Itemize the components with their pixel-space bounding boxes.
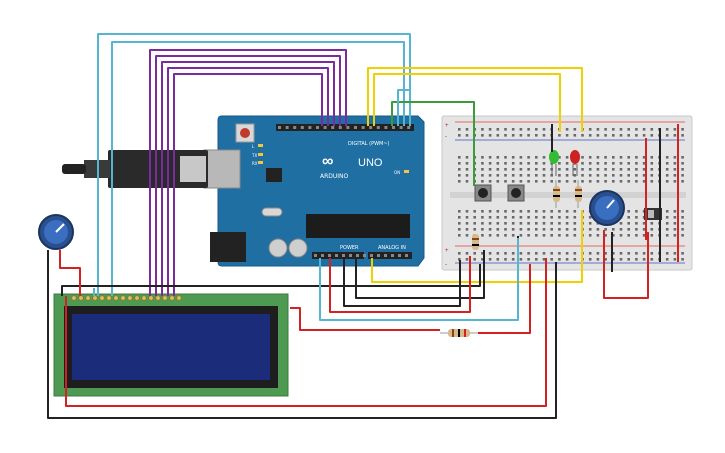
analog-header-label: ANALOG IN — [378, 245, 406, 251]
lcd-pin — [127, 295, 133, 301]
on-led-label: ON — [394, 170, 400, 175]
breadboard[interactable]: + - + - — [441, 115, 693, 271]
analog-header — [368, 252, 412, 259]
power-header-label: POWER — [340, 245, 359, 251]
capacitor — [268, 238, 288, 258]
tx-led — [258, 153, 263, 156]
lcd-pin — [92, 295, 98, 301]
rx-label: RX — [252, 161, 258, 166]
rx-led — [258, 161, 263, 164]
capacitor — [288, 238, 308, 258]
resistor-2 — [575, 180, 582, 208]
power-jack — [210, 232, 246, 262]
lcd-pin — [155, 295, 161, 301]
arduino-header-pins — [278, 126, 411, 257]
lcd-pin — [85, 295, 91, 301]
model-label: UNO — [358, 157, 383, 169]
lcd-pin — [134, 295, 140, 301]
lcd-16x2-display[interactable] — [53, 293, 289, 397]
rail-minus-label: - — [445, 134, 447, 140]
lcd-screen — [72, 314, 270, 380]
crystal-oscillator — [261, 207, 283, 217]
lcd-pin — [169, 295, 175, 301]
l-led — [258, 144, 263, 147]
wires — [47, 33, 679, 419]
slide-switch[interactable] — [644, 208, 662, 220]
breadboard-holes — [458, 128, 684, 261]
l-led-label: L — [252, 144, 255, 149]
rail-plus-label-bottom: + — [445, 248, 449, 254]
lcd-pin — [162, 295, 168, 301]
usb-port — [203, 149, 241, 189]
red-led[interactable] — [570, 150, 580, 176]
resistor-3 — [472, 234, 479, 250]
digital-header-label: DIGITAL (PWM~) — [348, 141, 390, 147]
green-led[interactable] — [549, 150, 559, 176]
lcd-pin — [148, 295, 154, 301]
lcd-pin — [78, 295, 84, 301]
brand-label: ARDUINO — [320, 173, 349, 180]
digital-header — [276, 124, 414, 131]
reset-button-cap — [240, 128, 250, 138]
tx-label: TX — [251, 153, 257, 158]
resistor-4 — [440, 329, 478, 337]
lcd-pin — [99, 295, 105, 301]
lcd-pin — [106, 295, 112, 301]
usb-cable — [62, 150, 208, 188]
lcd-pin — [113, 295, 119, 301]
push-button-2[interactable] — [507, 184, 525, 202]
arduino-uno-board[interactable]: ∞ ARDUINO UNO DIGITAL (PWM~) POWER ANALO… — [203, 115, 425, 267]
atmega-chip — [306, 214, 410, 238]
lcd-pin — [141, 295, 147, 301]
rail-plus-label: + — [445, 123, 449, 129]
lcd-pin — [176, 295, 182, 301]
resistor-1 — [553, 180, 560, 208]
infinity-logo: ∞ — [322, 153, 333, 170]
lcd-pin — [71, 295, 77, 301]
potentiometer-left[interactable] — [38, 214, 74, 250]
potentiometer-right[interactable] — [589, 190, 625, 226]
on-led — [404, 170, 409, 173]
rail-minus-label-bottom: - — [445, 262, 447, 268]
lcd-pin — [120, 295, 126, 301]
push-button-1[interactable] — [474, 184, 492, 202]
usb-chip — [266, 168, 282, 182]
